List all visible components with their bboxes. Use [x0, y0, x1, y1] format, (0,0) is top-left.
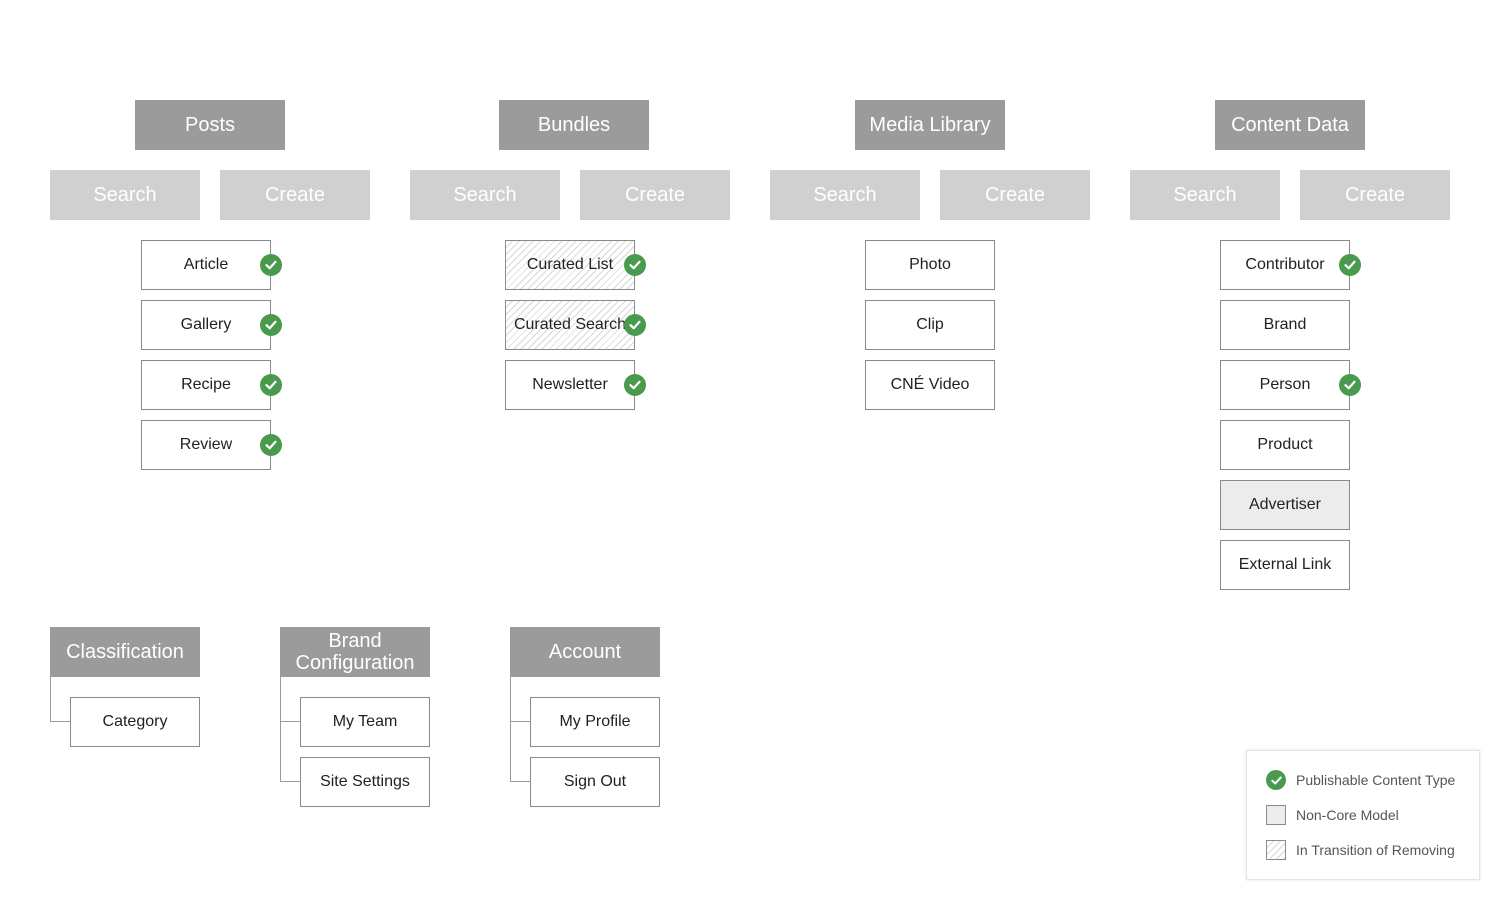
- tree-connector: [280, 781, 300, 782]
- legend-label: Publishable Content Type: [1296, 772, 1456, 788]
- publishable-check-icon: [260, 434, 282, 456]
- item-newsletter[interactable]: Newsletter: [505, 360, 635, 410]
- content-data-search-button[interactable]: Search: [1130, 170, 1280, 220]
- bundles-search-button[interactable]: Search: [410, 170, 560, 220]
- item-contributor[interactable]: Contributor: [1220, 240, 1350, 290]
- item-photo[interactable]: Photo: [865, 240, 995, 290]
- posts-create-button[interactable]: Create: [220, 170, 370, 220]
- media-library-header[interactable]: Media Library: [855, 100, 1005, 150]
- publishable-check-icon: [1266, 770, 1286, 790]
- item-clip[interactable]: Clip: [865, 300, 995, 350]
- posts-search-button[interactable]: Search: [50, 170, 200, 220]
- publishable-check-icon: [1339, 374, 1361, 396]
- media-library-create-button[interactable]: Create: [940, 170, 1090, 220]
- legend-row-publishable: Publishable Content Type: [1266, 768, 1479, 792]
- item-my-team[interactable]: My Team: [300, 697, 430, 747]
- publishable-check-icon: [624, 314, 646, 336]
- tree-connector: [510, 677, 511, 782]
- tree-connector: [280, 677, 281, 782]
- posts-header[interactable]: Posts: [135, 100, 285, 150]
- tree-connector: [510, 721, 530, 722]
- publishable-check-icon: [1339, 254, 1361, 276]
- publishable-check-icon: [624, 254, 646, 276]
- item-curated-search[interactable]: Curated Search: [505, 300, 635, 350]
- item-category[interactable]: Category: [70, 697, 200, 747]
- item-recipe[interactable]: Recipe: [141, 360, 271, 410]
- brand-configuration-header[interactable]: Brand Configuration: [280, 627, 430, 677]
- tree-connector: [280, 721, 300, 722]
- publishable-check-icon: [260, 254, 282, 276]
- legend: Publishable Content Type Non-Core Model …: [1246, 750, 1480, 880]
- content-data-header[interactable]: Content Data: [1215, 100, 1365, 150]
- legend-row-in-transition: In Transition of Removing: [1266, 838, 1479, 862]
- bundles-header[interactable]: Bundles: [499, 100, 649, 150]
- legend-label: In Transition of Removing: [1296, 842, 1455, 858]
- item-external-link[interactable]: External Link: [1220, 540, 1350, 590]
- item-curated-list[interactable]: Curated List: [505, 240, 635, 290]
- item-cne-video[interactable]: CNÉ Video: [865, 360, 995, 410]
- in-transition-swatch: [1266, 840, 1286, 860]
- item-sign-out[interactable]: Sign Out: [530, 757, 660, 807]
- publishable-check-icon: [260, 374, 282, 396]
- item-gallery[interactable]: Gallery: [141, 300, 271, 350]
- tree-connector: [50, 677, 51, 722]
- publishable-check-icon: [624, 374, 646, 396]
- item-person[interactable]: Person: [1220, 360, 1350, 410]
- media-library-search-button[interactable]: Search: [770, 170, 920, 220]
- item-my-profile[interactable]: My Profile: [530, 697, 660, 747]
- item-product[interactable]: Product: [1220, 420, 1350, 470]
- item-advertiser[interactable]: Advertiser: [1220, 480, 1350, 530]
- bundles-create-button[interactable]: Create: [580, 170, 730, 220]
- classification-header[interactable]: Classification: [50, 627, 200, 677]
- publishable-check-icon: [260, 314, 282, 336]
- item-review[interactable]: Review: [141, 420, 271, 470]
- legend-label: Non-Core Model: [1296, 807, 1399, 823]
- legend-row-non-core: Non-Core Model: [1266, 803, 1479, 827]
- item-site-settings[interactable]: Site Settings: [300, 757, 430, 807]
- tree-connector: [50, 721, 70, 722]
- tree-connector: [510, 781, 530, 782]
- non-core-swatch: [1266, 805, 1286, 825]
- item-article[interactable]: Article: [141, 240, 271, 290]
- item-brand[interactable]: Brand: [1220, 300, 1350, 350]
- content-data-create-button[interactable]: Create: [1300, 170, 1450, 220]
- account-header[interactable]: Account: [510, 627, 660, 677]
